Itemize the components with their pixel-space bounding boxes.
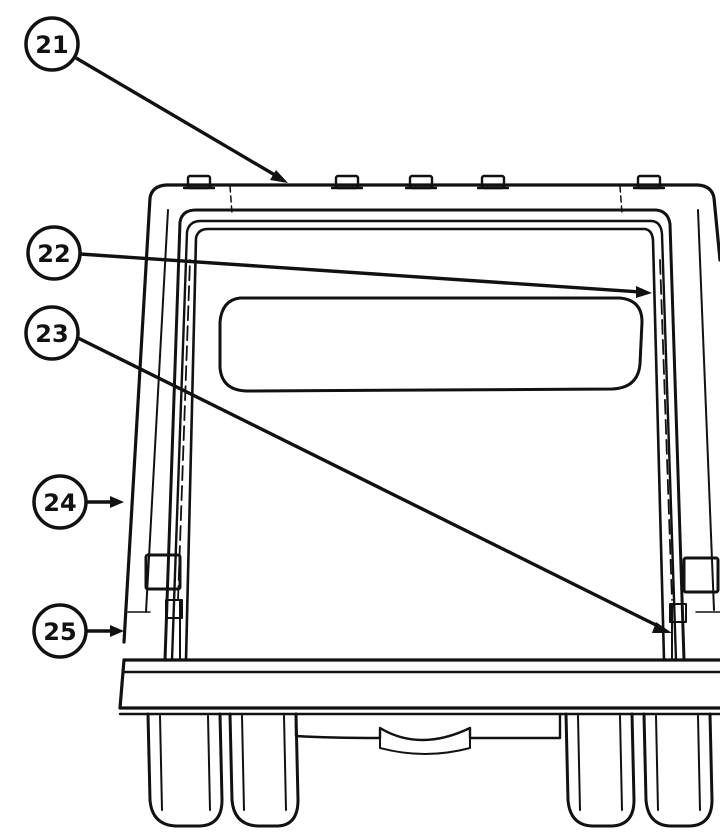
body-inner-left (145, 209, 169, 613)
callout-24: 24 (32, 474, 88, 530)
marker-light (330, 174, 364, 190)
tail-light-left (144, 553, 182, 591)
arrowhead-25 (110, 625, 124, 637)
rear-door-frame (163, 208, 686, 662)
leader-23 (77, 336, 663, 630)
rear-window-outline (218, 296, 644, 393)
undercarriage (294, 712, 562, 755)
leader-lines (75, 56, 672, 637)
marker-light (476, 174, 510, 190)
arrowhead-24 (110, 496, 124, 508)
door-hinges (127, 599, 720, 661)
marker-light (632, 174, 666, 190)
door-frame-middle (170, 219, 678, 662)
door-seal-left (177, 259, 191, 601)
callout-label: 22 (37, 240, 70, 268)
marker-light (404, 174, 438, 190)
rear-window (218, 296, 644, 393)
callout-label: 25 (43, 618, 76, 646)
callout-23: 23 (24, 305, 80, 361)
arrowhead-21 (270, 170, 288, 183)
callout-label: 23 (35, 320, 68, 348)
leader-22 (79, 252, 641, 294)
hinge-left (165, 599, 183, 619)
marker-light (182, 174, 216, 190)
door-seal-right (659, 259, 673, 601)
bumper-body (118, 658, 720, 710)
differential (379, 729, 471, 755)
roof-marker-lights (182, 174, 666, 190)
rear-bumper (118, 658, 720, 716)
body-outline (122, 183, 720, 644)
door-panel-edge (184, 227, 666, 662)
callout-22: 22 (26, 225, 82, 281)
axle-housing (294, 712, 562, 742)
callout-label: 24 (43, 489, 76, 517)
arrowhead-22 (636, 286, 652, 298)
callout-25: 25 (32, 603, 88, 659)
tail-light-right (682, 556, 720, 594)
callout-21: 21 (24, 16, 80, 72)
wheel-left-inner (228, 712, 300, 828)
tail-lights (144, 553, 720, 594)
door-frame-outer (163, 208, 686, 662)
body-inner-right (697, 209, 715, 611)
vehicle-body (122, 183, 720, 644)
wheel-left-outer (146, 712, 224, 828)
arrowhead-23 (652, 622, 672, 633)
wheel-right-inner (564, 712, 636, 828)
callout-label: 21 (35, 31, 68, 59)
wheel-right-outer (642, 712, 714, 828)
leader-21 (75, 56, 281, 180)
rear-wheels (146, 712, 714, 828)
hinge-right (669, 603, 687, 623)
